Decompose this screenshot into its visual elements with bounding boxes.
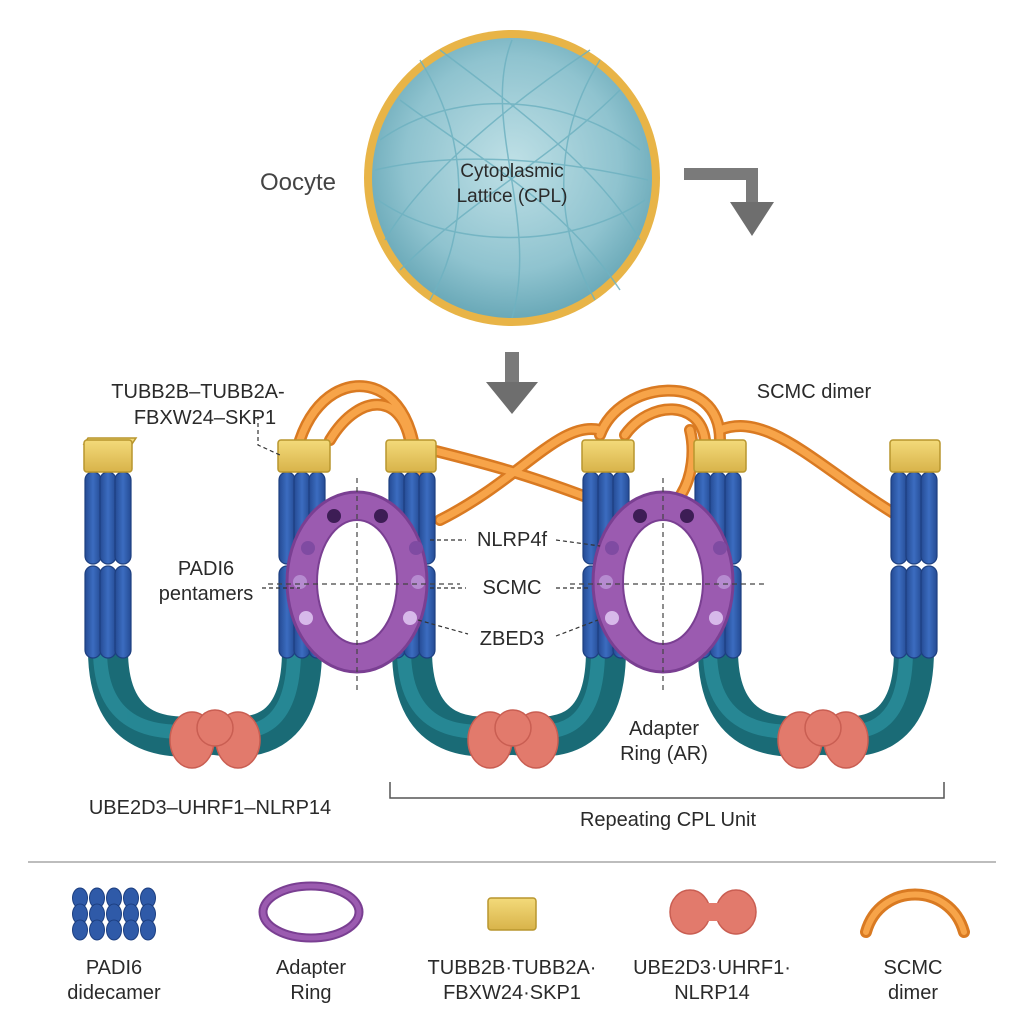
leader-lines xyxy=(257,416,601,637)
padi6-column xyxy=(890,471,938,659)
adapter-ring-label-line1: Adapter xyxy=(629,718,699,740)
legend-ube2d3-line1: UBE2D3·UHRF1· xyxy=(633,957,791,979)
ube2d3-complex-2 xyxy=(467,709,559,769)
ube2d3-complex-3 xyxy=(777,709,869,769)
oocyte-label: Oocyte xyxy=(260,169,336,196)
legend-adapter-line1: Adapter xyxy=(276,957,346,979)
legend-tubb-line1: TUBB2B·TUBB2A· xyxy=(428,957,597,979)
legend: PADI6 didecamer Adapter Ring TUBB2B·TUBB… xyxy=(67,881,970,1004)
nlrp4f-label: NLRP4f xyxy=(477,529,547,551)
repeating-unit-bracket xyxy=(389,782,945,799)
padi6-label-line1: PADI6 xyxy=(178,558,234,580)
legend-tubb-line2: FBXW24·SKP1 xyxy=(443,982,581,1004)
ube2d3-complex-icon xyxy=(669,889,757,935)
legend-scmc-line1: SCMC xyxy=(884,957,943,979)
adapter-ring-label-line2: Ring (AR) xyxy=(620,743,708,765)
cpl-label-line2: Lattice (CPL) xyxy=(457,186,568,207)
padi6-dodecamer-icon xyxy=(72,887,156,941)
ube2d3-label: UBE2D3–UHRF1–NLRP14 xyxy=(89,797,331,819)
cpl-label-line1: Cytoplasmic xyxy=(460,161,563,182)
tubb-caps xyxy=(82,437,941,473)
adapter-ring-icon xyxy=(258,881,364,943)
tubb-label-line1: TUBB2B–TUBB2A- xyxy=(111,381,284,403)
legend-scmc-line2: dimer xyxy=(888,982,938,1004)
down-arrow-icon xyxy=(486,352,538,414)
scmc-label: SCMC xyxy=(483,577,542,599)
lattice-filaments xyxy=(374,39,649,319)
scmc-dimer-label: SCMC dimer xyxy=(757,381,872,403)
tubb-complex-icon xyxy=(487,897,537,931)
oocyte-cell: Cytoplasmic Lattice (CPL) xyxy=(364,30,660,326)
ube2d3-complex-1 xyxy=(169,709,261,769)
legend-ube2d3-line2: NLRP14 xyxy=(674,982,750,1004)
padi6-column xyxy=(84,471,132,659)
legend-padi6-line1: PADI6 xyxy=(86,957,142,979)
repeating-unit-label: Repeating CPL Unit xyxy=(580,809,756,831)
elbow-arrow-icon xyxy=(684,168,774,236)
center-axis-lines xyxy=(268,478,764,690)
zbed3-label: ZBED3 xyxy=(480,628,544,650)
tubb-label-line2: FBXW24–SKP1 xyxy=(134,407,276,429)
legend-padi6-line2: didecamer xyxy=(67,982,161,1004)
scmc-dimer-icon xyxy=(860,888,970,938)
padi6-label-line2: pentamers xyxy=(159,583,254,605)
cpl-units xyxy=(84,471,938,769)
legend-adapter-line2: Ring xyxy=(290,982,331,1004)
